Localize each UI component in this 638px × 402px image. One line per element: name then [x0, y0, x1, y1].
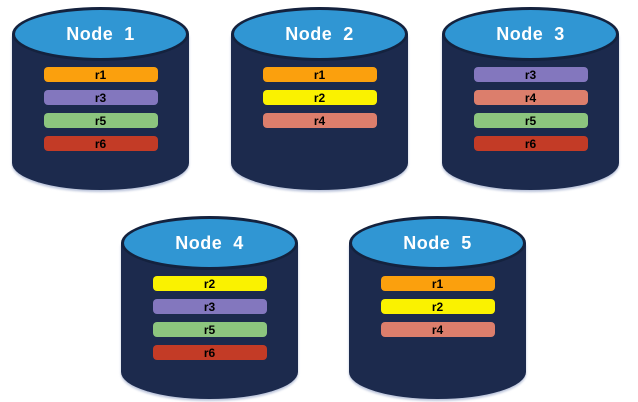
replica-label: r4 — [313, 113, 326, 128]
replica-bar-list: r1 r2 r4 — [349, 276, 526, 337]
replica-bar-r2: r2 — [262, 90, 377, 105]
cylinder-top-ellipse: Node 2 — [231, 7, 408, 61]
replica-label: r5 — [94, 113, 107, 128]
node-cylinder-3: Node 3 r3 r4 r5 r6 — [442, 7, 619, 190]
replica-bar-r5: r5 — [43, 113, 158, 128]
replica-bar-r2: r2 — [152, 276, 267, 291]
cylinder-top-ellipse: Node 1 — [12, 7, 189, 61]
replica-label: r5 — [524, 113, 537, 128]
replica-bar-list: r3 r4 r5 r6 — [442, 67, 619, 151]
replica-label: r4 — [524, 90, 537, 105]
replica-label: r4 — [431, 322, 444, 337]
node-cylinder-5: Node 5 r1 r2 r4 — [349, 216, 526, 399]
cylinder-top-ellipse: Node 4 — [121, 216, 298, 270]
replica-label: r2 — [313, 90, 326, 105]
node-cylinder-2: Node 2 r1 r2 r4 — [231, 7, 408, 190]
replica-bar-r3: r3 — [152, 299, 267, 314]
replica-bar-list: r1 r2 r4 — [231, 67, 408, 128]
replica-bar-r6: r6 — [152, 345, 267, 360]
replica-bar-list: r1 r3 r5 r6 — [12, 67, 189, 151]
replica-label: r3 — [94, 90, 107, 105]
replica-bar-r5: r5 — [473, 113, 588, 128]
replica-bar-r6: r6 — [473, 136, 588, 151]
replica-label: r6 — [524, 136, 537, 151]
node-title: Node 2 — [285, 23, 354, 44]
replica-bar-r4: r4 — [380, 322, 495, 337]
replica-bar-r2: r2 — [380, 299, 495, 314]
replica-bar-r1: r1 — [43, 67, 158, 82]
replica-label: r6 — [203, 345, 216, 360]
node-title: Node 3 — [496, 23, 565, 44]
replica-label: r2 — [431, 299, 444, 314]
replica-label: r5 — [203, 322, 216, 337]
replica-label: r6 — [94, 136, 107, 151]
cylinder-top-ellipse: Node 5 — [349, 216, 526, 270]
replica-label: r2 — [203, 276, 216, 291]
replica-bar-r4: r4 — [473, 90, 588, 105]
replica-bar-r3: r3 — [473, 67, 588, 82]
replica-bar-r4: r4 — [262, 113, 377, 128]
replica-bar-r1: r1 — [262, 67, 377, 82]
replica-bar-list: r2 r3 r5 r6 — [121, 276, 298, 360]
replica-label: r1 — [431, 276, 444, 291]
node-title: Node 4 — [175, 232, 244, 253]
replica-bar-r6: r6 — [43, 136, 158, 151]
node-cylinder-4: Node 4 r2 r3 r5 r6 — [121, 216, 298, 399]
node-title: Node 1 — [66, 23, 135, 44]
replica-bar-r3: r3 — [43, 90, 158, 105]
node-title: Node 5 — [403, 232, 472, 253]
replica-label: r3 — [203, 299, 216, 314]
replica-label: r1 — [94, 67, 107, 82]
replica-bar-r5: r5 — [152, 322, 267, 337]
replica-label: r3 — [524, 67, 537, 82]
cylinder-top-ellipse: Node 3 — [442, 7, 619, 61]
replica-bar-r1: r1 — [380, 276, 495, 291]
node-cylinder-1: Node 1 r1 r3 r5 r6 — [12, 7, 189, 190]
replica-label: r1 — [313, 67, 326, 82]
